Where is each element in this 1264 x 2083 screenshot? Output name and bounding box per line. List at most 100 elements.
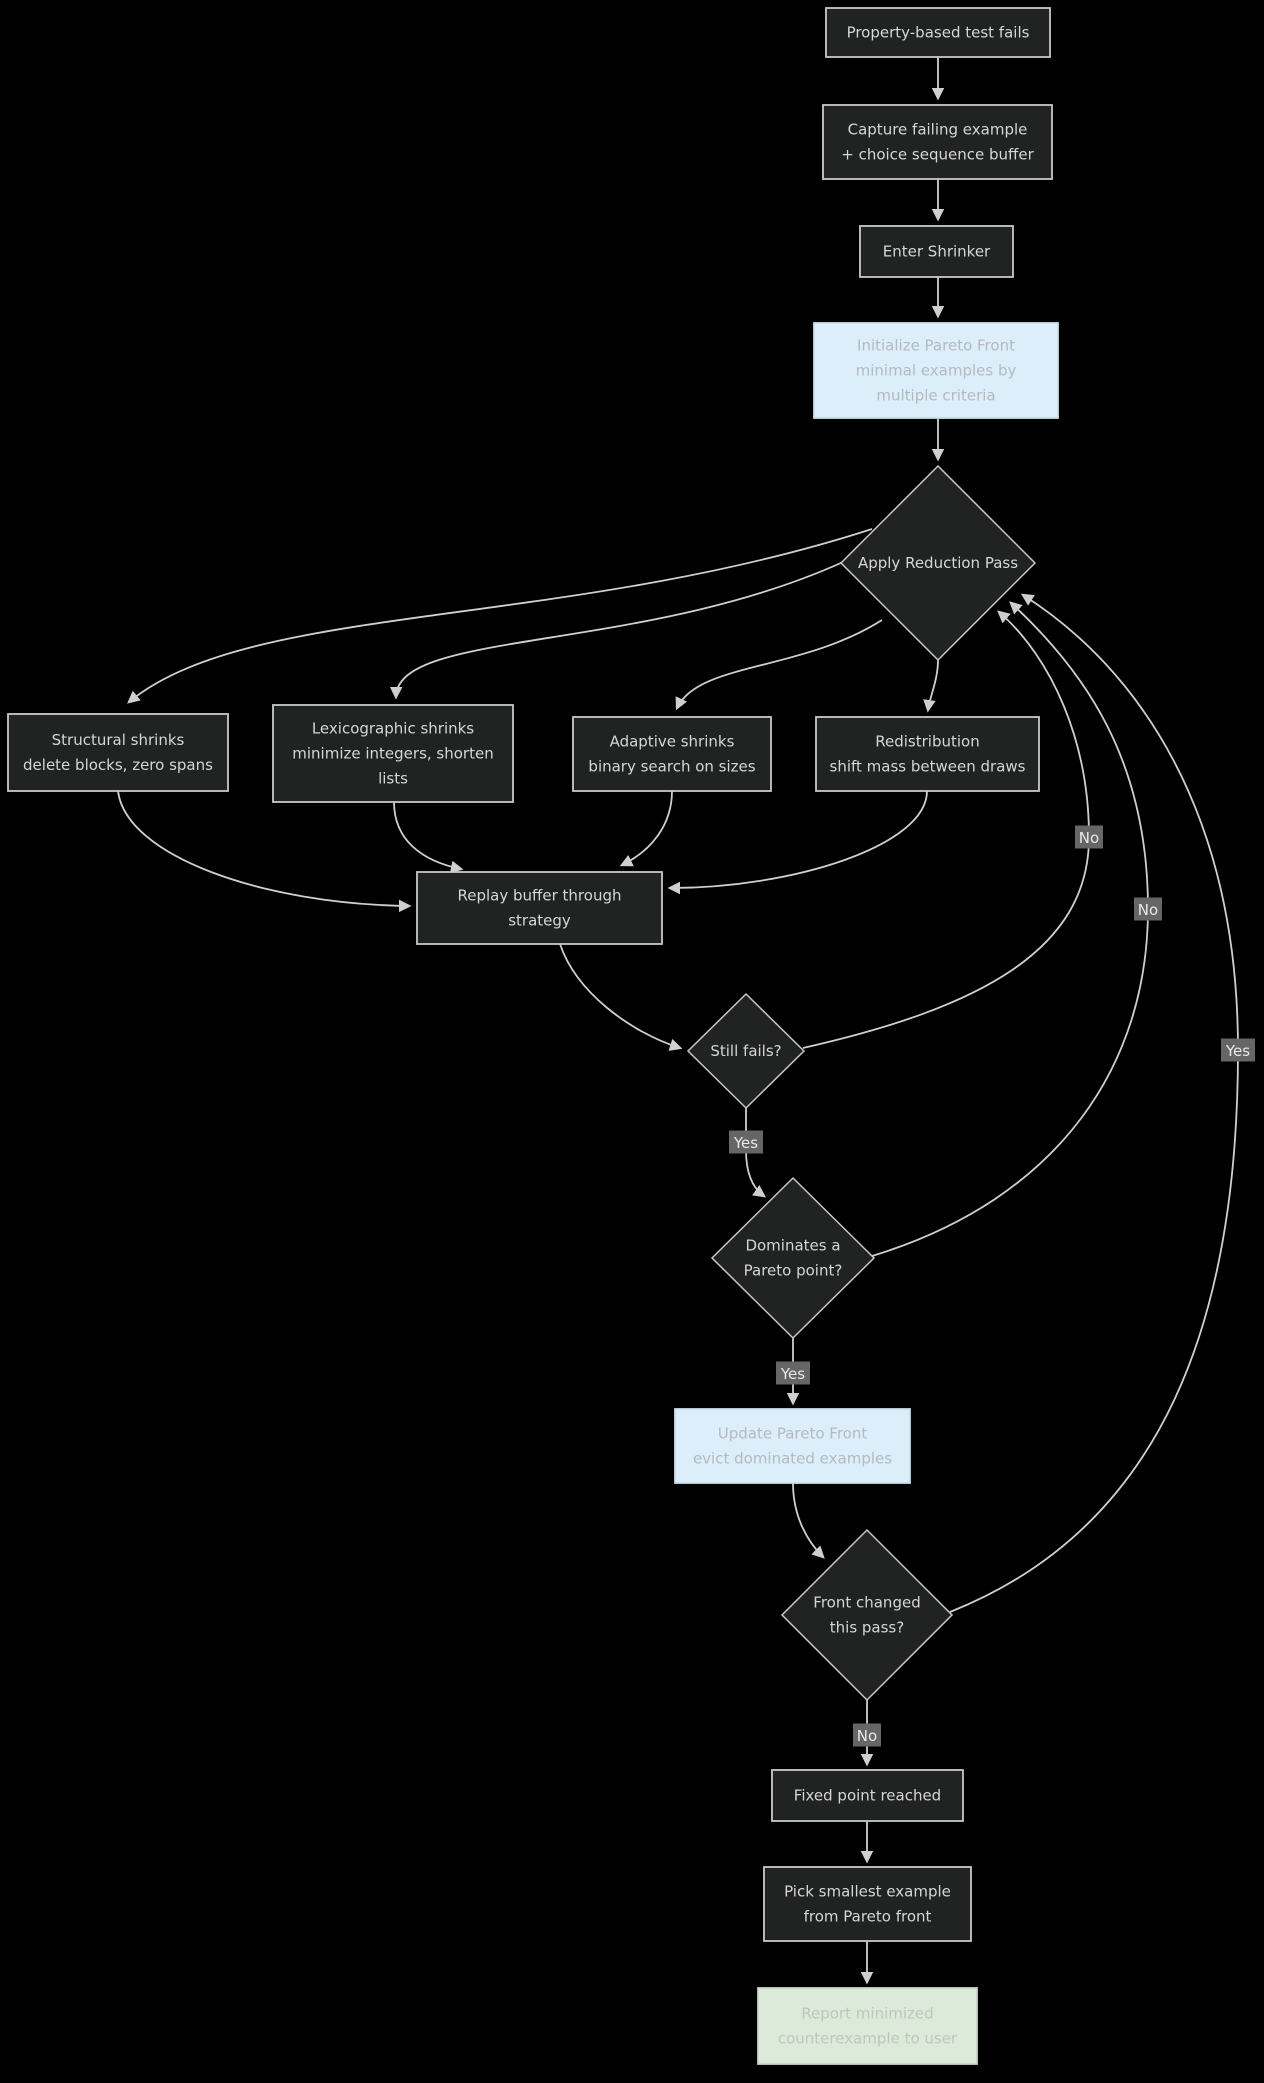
node-initialize-pareto-front-label: minimal examples by <box>856 362 1017 380</box>
edge-label-d4-no: No <box>853 1723 881 1747</box>
node-update-pareto-front-label: evict dominated examples <box>693 1450 892 1468</box>
node-report-counterexample-label: Report minimized <box>801 2005 933 2023</box>
node-dominates-pareto-point: Dominates a Pareto point? <box>710 1176 876 1340</box>
edge-d3-to-d1 <box>871 601 1149 1257</box>
node-report-counterexample-label: counterexample to user <box>778 2030 958 2048</box>
node-front-changed-shape <box>780 1528 954 1702</box>
node-redistribution-shape <box>815 716 1040 792</box>
node-fixed-point-reached: Fixed point reached <box>771 1769 964 1822</box>
node-replay-buffer-label: Replay buffer through <box>458 887 622 905</box>
node-pick-smallest-example-label: Pick smallest example <box>784 1883 951 1901</box>
node-replay-buffer-label: strategy <box>508 912 571 930</box>
node-capture-failing-example-label: Capture failing example <box>848 121 1028 139</box>
edge-d2-to-d1 <box>802 610 1090 1049</box>
node-adaptive-shrinks-label: Adaptive shrinks <box>610 733 735 751</box>
node-front-changed-label: Front changed <box>813 1594 920 1612</box>
edge-s1-to-replay <box>117 790 412 913</box>
node-structural-shrinks: Structural shrinks delete blocks, zero sp… <box>7 713 229 792</box>
node-apply-reduction-pass-label: Apply Reduction Pass <box>858 554 1018 572</box>
node-update-pareto-front: Update Pareto Front evict dominated examp… <box>674 1408 911 1484</box>
edge-label-text: Yes <box>780 1365 805 1383</box>
edge-layer <box>117 57 1239 1985</box>
edge-s4-to-replay <box>667 790 928 895</box>
node-lexicographic-shrinks-label: minimize integers, shorten <box>292 745 493 763</box>
node-replay-buffer: Replay buffer through strategy <box>416 871 663 945</box>
edge-d1-to-s3 <box>675 619 883 711</box>
edge-label-bg <box>853 1723 881 1747</box>
node-structural-shrinks-label: Structural shrinks <box>52 731 185 749</box>
node-initialize-pareto-front-shape <box>813 322 1059 419</box>
node-dominates-pareto-point-shape <box>710 1176 876 1340</box>
node-lexicographic-shrinks-label: lists <box>378 770 408 788</box>
node-report-counterexample: Report minimized counterexample to user <box>757 1987 978 2065</box>
edge-d1-to-s4 <box>923 659 939 713</box>
node-front-changed: Front changed this pass? <box>780 1528 954 1702</box>
node-dominates-pareto-point-label: Pareto point? <box>744 1262 843 1280</box>
node-still-fails-shape <box>686 992 806 1110</box>
node-initialize-pareto-front-label: multiple criteria <box>876 387 995 405</box>
edge-label-d2-yes: Yes <box>729 1130 763 1154</box>
node-lexicographic-shrinks: Lexicographic shrinks minimize integers, … <box>272 704 514 803</box>
node-enter-shrinker: Enter Shrinker <box>859 225 1014 278</box>
edge-label-d3-no: No <box>1134 897 1162 921</box>
node-lexicographic-shrinks-shape <box>272 704 514 803</box>
edge-u1-to-d4 <box>792 1482 825 1559</box>
node-update-pareto-front-label: Update Pareto Front <box>718 1425 868 1443</box>
edge-label-bg <box>776 1361 810 1385</box>
edge-label-d4-yes: Yes <box>1221 1038 1255 1062</box>
node-fixed-point-reached-label: Fixed point reached <box>794 1787 941 1805</box>
edge-d1-to-s2 <box>389 555 857 700</box>
edge-s3-to-replay <box>619 790 673 867</box>
edge-s2-to-replay <box>393 801 464 874</box>
node-structural-shrinks-label: delete blocks, zero spans <box>23 756 213 774</box>
node-redistribution: Redistribution shift mass between draws <box>815 716 1040 792</box>
edge-label-bg <box>1134 897 1162 921</box>
edge-label-text: No <box>857 1727 877 1745</box>
node-apply-reduction-pass: Apply Reduction Pass <box>839 464 1037 662</box>
node-dominates-pareto-point-label: Dominates a <box>745 1237 840 1255</box>
node-property-test-fails-shape <box>825 7 1051 58</box>
node-capture-failing-example: Capture failing example + choice sequence… <box>822 104 1053 180</box>
node-still-fails-label: Still fails? <box>710 1042 781 1060</box>
node-property-test-fails-label: Property-based test fails <box>847 24 1030 42</box>
node-update-pareto-front-shape <box>674 1408 911 1484</box>
edge-d1-to-s1 <box>127 528 873 704</box>
node-capture-failing-example-label: + choice sequence buffer <box>841 146 1034 164</box>
node-enter-shrinker-shape <box>859 225 1014 278</box>
edge-label-d2-no: No <box>1075 825 1103 849</box>
node-redistribution-label: shift mass between draws <box>830 758 1026 776</box>
node-structural-shrinks-shape <box>7 713 229 792</box>
edge-d4-to-d1 <box>949 593 1239 1613</box>
edge-label-text: Yes <box>733 1134 758 1152</box>
edge-label-text: No <box>1079 829 1099 847</box>
edge-label-text: Yes <box>1225 1042 1250 1060</box>
node-initialize-pareto-front-label: Initialize Pareto Front <box>857 337 1015 355</box>
node-property-test-fails: Property-based test fails <box>825 7 1051 58</box>
edge-label-bg <box>1221 1038 1255 1062</box>
node-pick-smallest-example: Pick smallest example from Pareto front <box>763 1866 972 1942</box>
node-report-counterexample-shape <box>757 1987 978 2065</box>
node-adaptive-shrinks-label: binary search on sizes <box>588 758 755 776</box>
node-replay-buffer-shape <box>416 871 663 945</box>
node-enter-shrinker-label: Enter Shrinker <box>883 243 991 261</box>
edge-label-bg <box>1075 825 1103 849</box>
edge-label-d3-yes: Yes <box>776 1361 810 1385</box>
node-redistribution-label: Redistribution <box>875 733 979 751</box>
edge-label-text: No <box>1138 901 1158 919</box>
node-initialize-pareto-front: Initialize Pareto Front minimal examples … <box>813 322 1059 419</box>
node-lexicographic-shrinks-label: Lexicographic shrinks <box>312 720 474 738</box>
node-pick-smallest-example-shape <box>763 1866 972 1942</box>
node-adaptive-shrinks-shape <box>572 716 772 792</box>
node-front-changed-label: this pass? <box>830 1619 904 1637</box>
node-adaptive-shrinks: Adaptive shrinks binary search on sizes <box>572 716 772 792</box>
node-capture-failing-example-shape <box>822 104 1053 180</box>
edge-label-bg <box>729 1130 763 1154</box>
edge-replay-to-d2 <box>559 943 683 1051</box>
node-apply-reduction-pass-shape <box>839 464 1037 662</box>
node-pick-smallest-example-label: from Pareto front <box>804 1908 932 1926</box>
node-fixed-point-reached-shape <box>771 1769 964 1822</box>
